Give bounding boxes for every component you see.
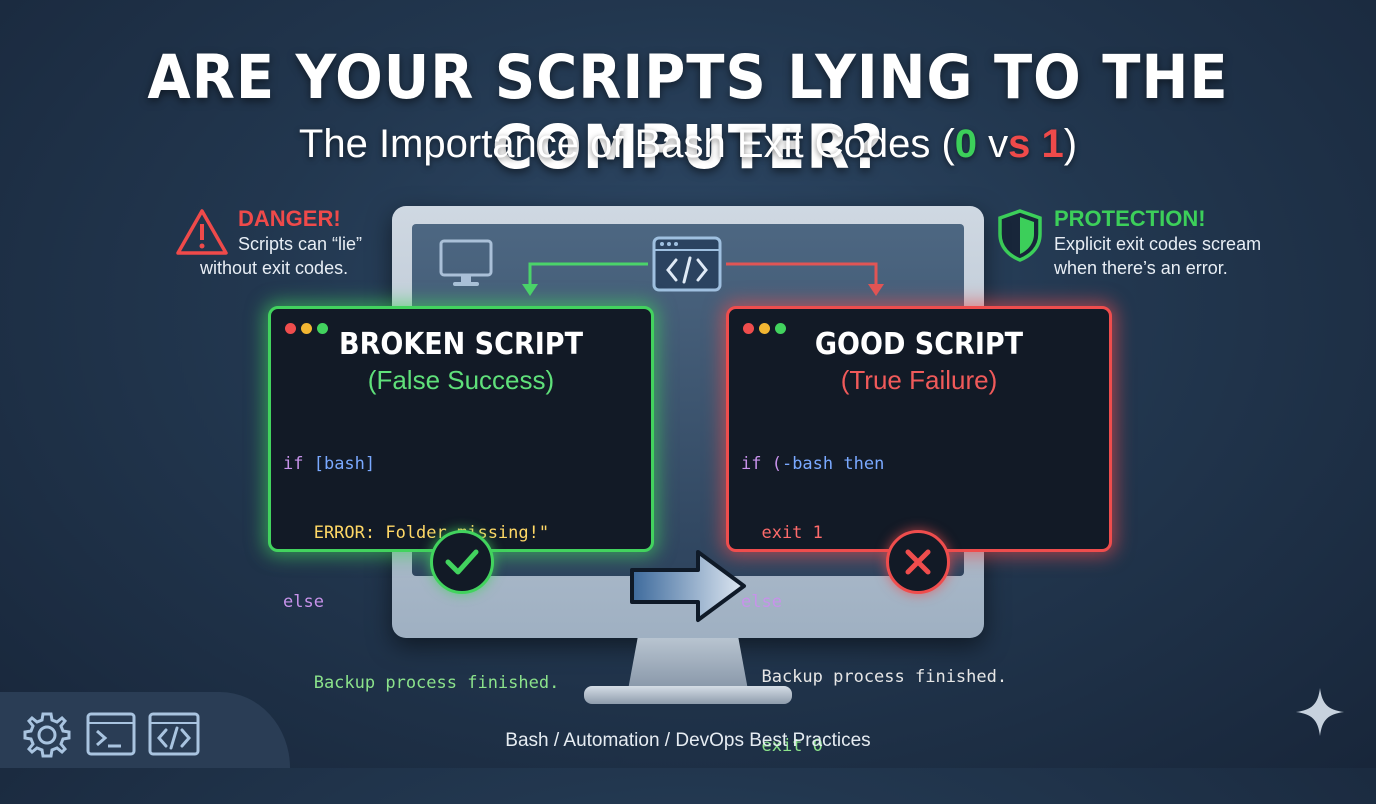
- code-icon[interactable]: [148, 710, 200, 758]
- window-controls: [743, 321, 791, 339]
- protection-line-2: when there’s an error.: [1054, 258, 1228, 278]
- minimize-dot: [759, 323, 770, 334]
- code-line: ERROR: Folder missing!": [283, 523, 550, 543]
- code-line: Backup process finished.: [283, 673, 560, 693]
- code-line: else: [283, 592, 324, 612]
- code-line: exit 0: [741, 736, 823, 756]
- minimize-dot: [301, 323, 312, 334]
- exit-code-zero: 0: [954, 122, 978, 166]
- sparkle-icon: [1296, 688, 1344, 736]
- subtitle-v: v: [977, 122, 1009, 166]
- desktop-icon: [439, 239, 493, 286]
- code-line: exit 1: [741, 523, 823, 543]
- broken-script-title: BROKEN SCRIPT: [338, 327, 583, 362]
- danger-callout: DANGER! Scripts can “lie” without exit c…: [176, 206, 362, 280]
- terminal-icon[interactable]: [86, 710, 136, 758]
- success-badge: [430, 530, 494, 594]
- code-line: Backup process finished.: [741, 667, 1008, 687]
- shield-icon: [998, 209, 1042, 262]
- flow-arrows: [522, 262, 884, 296]
- maximize-dot: [317, 323, 328, 334]
- check-icon: [445, 549, 479, 575]
- broken-script-code: if [bash] ERROR: Folder missing!" else B…: [283, 407, 559, 741]
- good-script-code: if (-bash then exit 1 else Backup proces…: [741, 407, 1007, 804]
- gear-icon[interactable]: [22, 710, 72, 760]
- protection-heading: PROTECTION!: [1054, 206, 1206, 231]
- code-line: if (-bash then: [741, 453, 1007, 476]
- x-icon: [905, 549, 931, 575]
- close-dot: [743, 323, 754, 334]
- exit-code-one: 1: [1030, 122, 1064, 166]
- page-subtitle: The Importance of Bash Exit Codes (0 vs …: [0, 122, 1376, 167]
- protection-callout: PROTECTION! Explicit exit codes scream w…: [996, 206, 1261, 280]
- subtitle-s: s: [1008, 122, 1031, 166]
- failure-badge: [886, 530, 950, 594]
- danger-heading: DANGER!: [238, 206, 341, 231]
- broken-script-subtitle: (False Success): [367, 365, 555, 395]
- subtitle-suffix: ): [1063, 122, 1078, 166]
- monitor-stand: [628, 638, 748, 690]
- arrow-right-icon: [630, 550, 746, 622]
- close-dot: [285, 323, 296, 334]
- code-keyword: if (: [741, 454, 782, 474]
- subtitle-prefix: The Importance of Bash Exit Codes (: [298, 122, 955, 166]
- monitor-base: [584, 686, 792, 704]
- good-script-title: GOOD SCRIPT: [814, 327, 1024, 362]
- footer-caption: Bash / Automation / DevOps Best Practice…: [505, 730, 871, 751]
- code-line: else: [741, 592, 782, 612]
- warning-triangle-icon: [176, 209, 228, 255]
- code-keyword: if: [283, 454, 314, 474]
- protection-line-1: Explicit exit codes scream: [1054, 234, 1262, 254]
- code-bracket: -bash then: [781, 454, 885, 474]
- good-script-subtitle: (True Failure): [840, 365, 998, 395]
- code-line: if [bash]: [283, 453, 559, 476]
- window-controls: [285, 321, 333, 339]
- maximize-dot: [775, 323, 786, 334]
- danger-line-1: Scripts can “lie”: [238, 234, 363, 254]
- broken-script-card: BROKEN SCRIPT (False Success) if [bash] …: [268, 306, 654, 693]
- code-bracket: [bash]: [313, 454, 376, 474]
- good-script-card: GOOD SCRIPT (True Failure) if (-bash the…: [726, 306, 1112, 756]
- danger-line-2: without exit codes.: [200, 258, 349, 278]
- code-window-icon: [652, 236, 722, 292]
- page-title: ARE YOUR SCRIPTS LYING TO THE COMPUTER?: [147, 42, 1229, 184]
